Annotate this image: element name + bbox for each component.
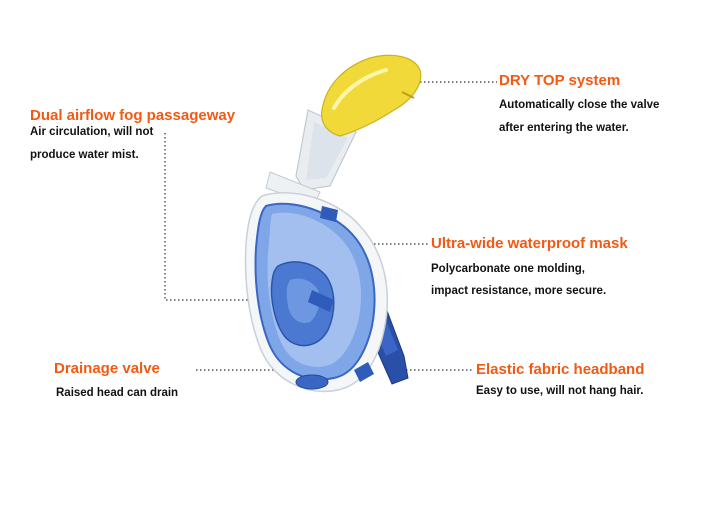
airflow-desc-line-1: Air circulation, will not [30, 126, 154, 138]
mask-title: Ultra-wide waterproof mask [431, 235, 628, 252]
airflow-desc-line-2: produce water mist. [30, 149, 139, 161]
drainage-desc-line-1: Raised head can drain [56, 387, 179, 399]
dry-top-desc-line-2: after entering the water. [499, 122, 629, 134]
dry-top-title: DRY TOP system [499, 72, 621, 89]
drainage-title: Drainage valve [54, 360, 160, 377]
mask-desc-line-2: impact resistance, more secure. [431, 285, 607, 297]
headband-desc-line-1: Easy to use, will not hang hair. [476, 385, 644, 397]
dry-top-valve [321, 54, 422, 137]
mask-desc-line-1: Polycarbonate one molding, [431, 263, 585, 275]
full-face-mask [244, 192, 389, 392]
headband-title: Elastic fabric headband [476, 361, 645, 378]
dry-top-desc-line-1: Automatically close the valve [499, 99, 660, 111]
airflow-title: Dual airflow fog passageway [30, 107, 236, 124]
